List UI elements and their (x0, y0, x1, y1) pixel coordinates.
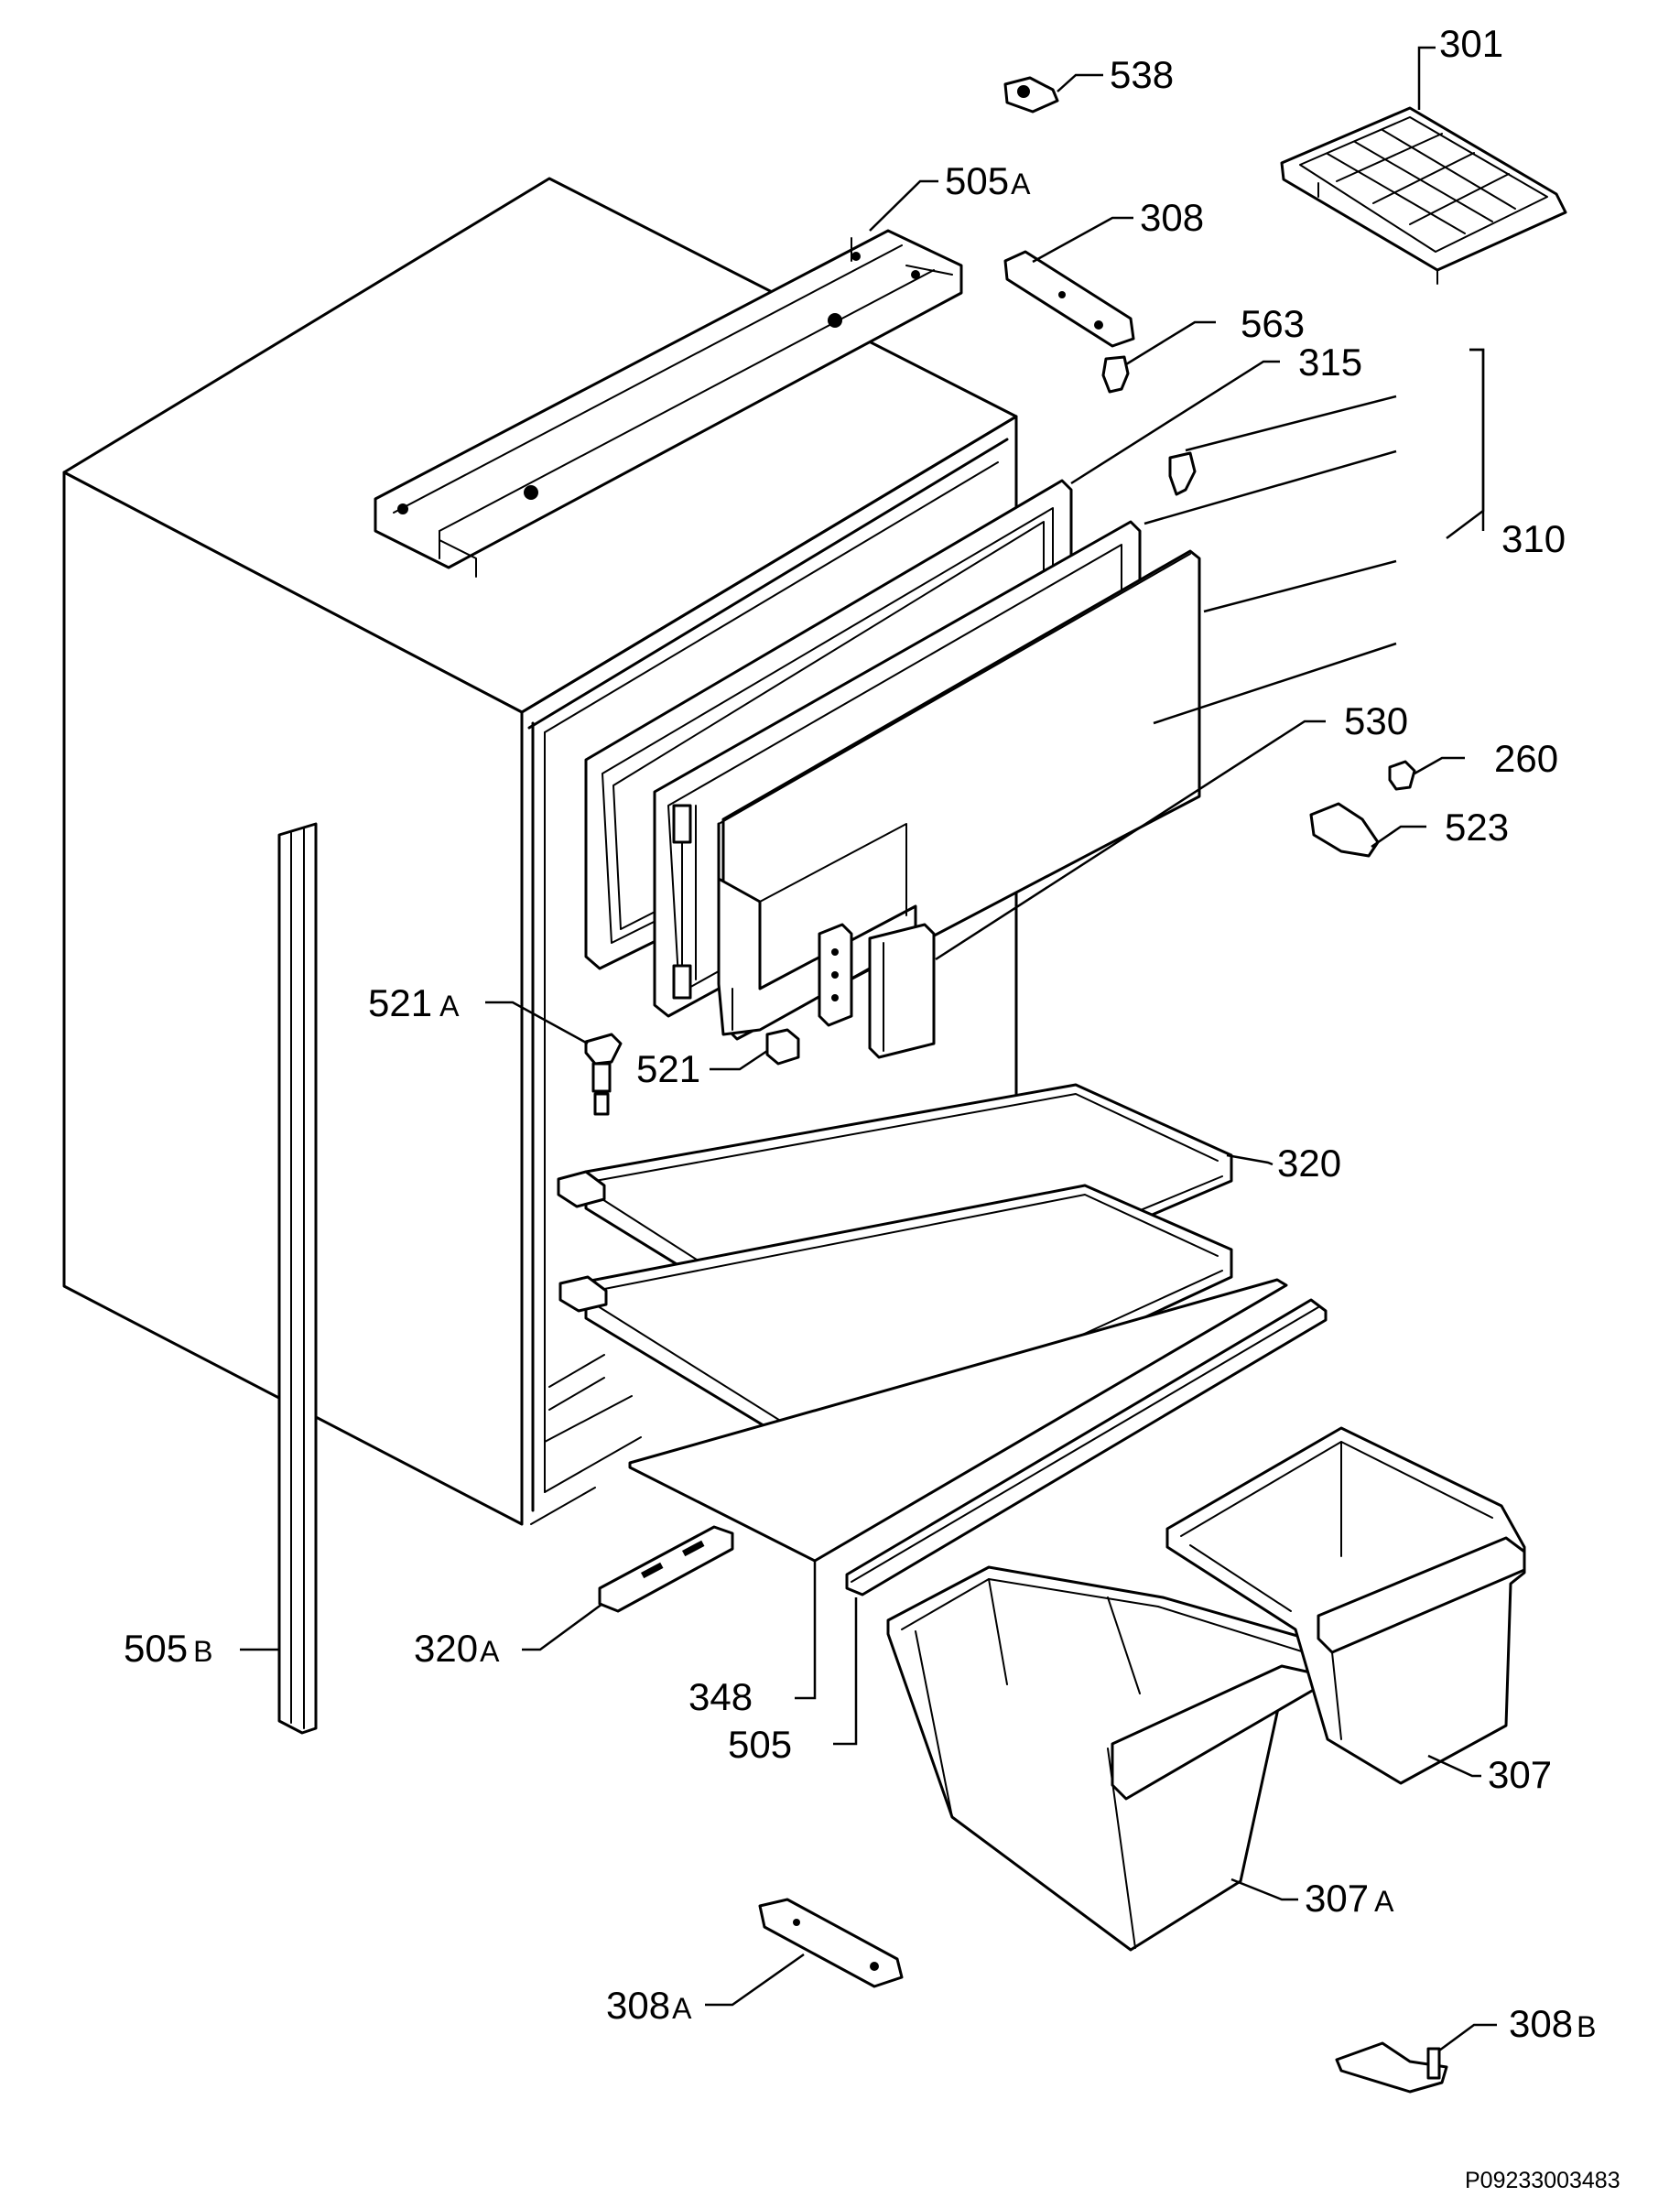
callout-315: 315 (1298, 341, 1362, 384)
hinge-cap-538 (1003, 76, 1059, 114)
door-outer-panel (717, 549, 1201, 1041)
callout-labels: 301 538 505A 308 563 315 310 530 260 523… (124, 22, 1620, 2193)
switch-523 (1309, 802, 1380, 858)
lower-hinge-308B (1335, 2041, 1448, 2094)
document-number: P09233003483 (1465, 2168, 1620, 2193)
callout-521: 521 (636, 1047, 700, 1090)
callout-505a: 505A (945, 159, 1031, 202)
callout-308: 308 (1140, 196, 1204, 239)
leader-lines (240, 46, 1497, 2052)
shelf-support-clip (584, 1033, 623, 1116)
callout-310: 310 (1501, 517, 1566, 560)
callout-530: 530 (1344, 699, 1408, 742)
lower-hinge-308A (758, 1898, 904, 1988)
crisper-drawer-left (886, 1565, 1325, 1952)
door-handle (868, 923, 936, 1059)
callout-505: 505 (728, 1723, 792, 1766)
callout-301: 301 (1439, 22, 1503, 65)
callout-320: 320 (1277, 1142, 1341, 1185)
shelf-support-rail (598, 1525, 734, 1613)
hinge-bush (765, 1028, 800, 1066)
door-gasket-strip (277, 822, 318, 1735)
hinge-pin-563 (1101, 355, 1130, 394)
clip-260 (1388, 760, 1416, 791)
upper-hinge-plate (1003, 250, 1135, 348)
hinge-pin-315 (1168, 451, 1197, 496)
ice-cube-tray (1280, 106, 1567, 285)
callout-260: 260 (1494, 737, 1558, 780)
callout-348: 348 (688, 1675, 753, 1718)
crisper-drawer-right (1165, 1426, 1526, 1785)
callout-523: 523 (1445, 806, 1509, 849)
crisper-glass-cover (628, 1278, 1288, 1563)
crisper-front-rail (845, 1298, 1328, 1596)
callout-307: 307 (1488, 1753, 1552, 1796)
callout-320a: 320A (414, 1627, 500, 1670)
callout-538: 538 (1110, 53, 1174, 96)
top-trim-rail (374, 229, 963, 578)
callout-563: 563 (1241, 302, 1305, 345)
hinge-bracket (818, 923, 853, 1027)
callout-308a: 308A (606, 1984, 692, 2027)
